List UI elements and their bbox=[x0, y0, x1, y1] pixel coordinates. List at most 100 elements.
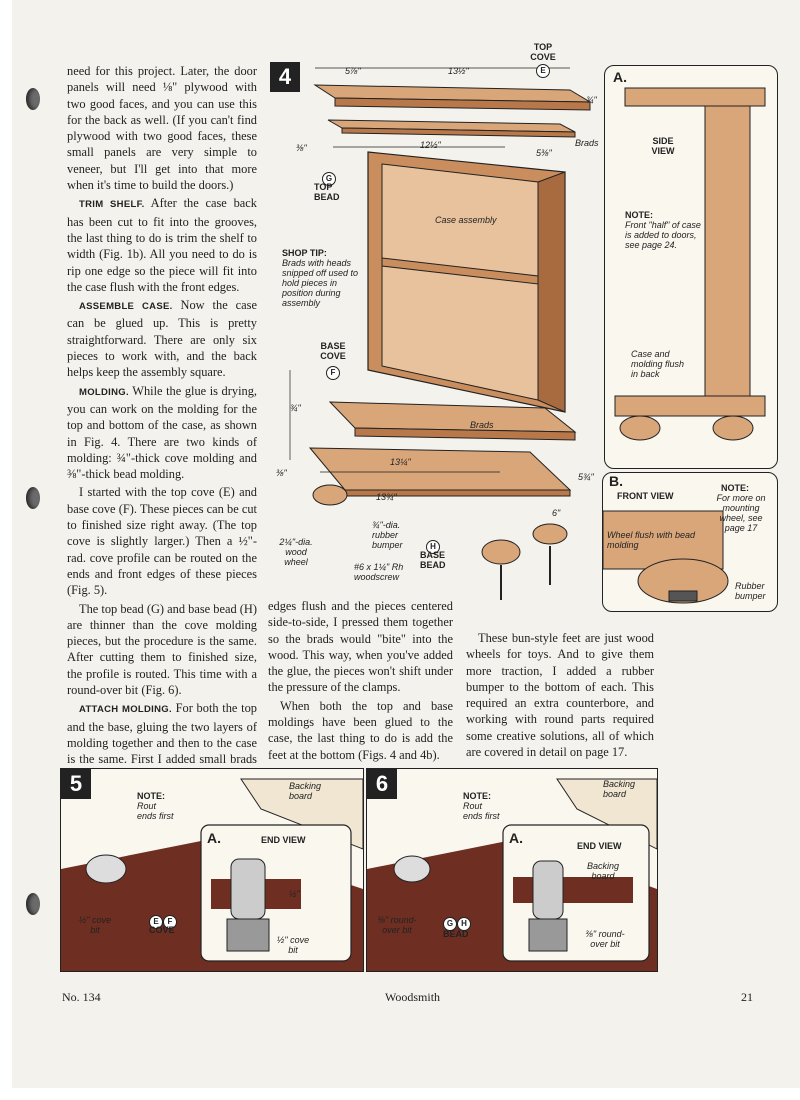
figure-4b-front-view: b. FRONT VIEW NOTE: For more on mounting… bbox=[602, 472, 778, 612]
label-cove-bit: ½" cove bit bbox=[78, 915, 112, 935]
binder-hole bbox=[26, 88, 40, 110]
label-bead: BEAD bbox=[443, 929, 469, 939]
dim-3-4-base: ¾" bbox=[290, 403, 301, 413]
dim-12-1-2: 12½" bbox=[420, 140, 441, 150]
note-text: For more on mounting wheel, see page 17 bbox=[716, 493, 766, 533]
part-letter: H bbox=[426, 540, 440, 554]
part-f-marker: F bbox=[326, 362, 340, 380]
part-letter: G bbox=[443, 917, 457, 931]
note-text: Rout ends first bbox=[137, 801, 174, 821]
figure-5: 5 Backing board NOTE: Rout ends first ½"… bbox=[60, 768, 364, 972]
inset-letter: a. bbox=[207, 830, 221, 846]
paragraph: edges flush and the pieces centered side… bbox=[268, 599, 453, 695]
part-g-marker: G bbox=[322, 168, 336, 186]
figure-4-drawing bbox=[289, 67, 592, 600]
label-end-view: END VIEW bbox=[261, 835, 306, 845]
label-end-view: END VIEW bbox=[577, 841, 622, 851]
note-text: Front "half" of case is added to doors, … bbox=[625, 220, 701, 250]
label-front-view: FRONT VIEW bbox=[617, 491, 674, 501]
dim-3-8-top: ⅜" bbox=[296, 143, 307, 153]
dim-5-3-8: 5⅜" bbox=[536, 148, 552, 158]
label-backing-board: Backing board bbox=[289, 781, 322, 801]
figure-number: 6 bbox=[367, 769, 397, 799]
figure-4: 4 TOP COVE E 5⅞" 13½" ¾" ⅜" 12½" 5⅜" bbox=[270, 40, 600, 600]
text-column-2: edges flush and the pieces centered side… bbox=[268, 598, 453, 765]
note-heading: NOTE: bbox=[625, 210, 653, 220]
label-inset-roundover-bit: ⅜" round-over bit bbox=[585, 929, 625, 949]
magazine-name: Woodsmith bbox=[385, 990, 441, 1004]
paragraph: These bun-style feet are just wood wheel… bbox=[466, 631, 654, 760]
figure-number: 4 bbox=[270, 62, 300, 92]
shop-tip-heading: SHOP TIP: bbox=[282, 248, 327, 258]
note-heading: NOTE: bbox=[137, 791, 165, 801]
part-letter: G bbox=[322, 172, 336, 186]
subhead-molding: MOLDING. bbox=[79, 386, 129, 398]
label-case-assembly: Case assembly bbox=[435, 215, 497, 225]
label-inset-cove-bit: ½" cove bit bbox=[276, 935, 310, 955]
note-text: Rout ends first bbox=[463, 801, 500, 821]
paragraph: After the case back has been cut to fit … bbox=[67, 196, 257, 294]
part-letter: E bbox=[536, 64, 550, 78]
label-side-view: SIDE VIEW bbox=[651, 136, 675, 156]
part-letter: F bbox=[163, 915, 177, 929]
figure-4a-side-view: a. SIDE VIEW NOTE: Front "half" of case … bbox=[604, 65, 778, 469]
label-inset-backing-board: Backing board bbox=[586, 861, 620, 881]
paragraph: I started with the top cove (E) and base… bbox=[67, 485, 257, 598]
label-case-molding-flush: Case and molding flush in back bbox=[631, 349, 685, 379]
figure-number: 5 bbox=[61, 769, 91, 799]
label-rubber-bumper: Rubber bumper bbox=[735, 581, 766, 601]
label-brads-top: Brads bbox=[575, 138, 599, 148]
dim-5-7-8: 5⅞" bbox=[345, 66, 361, 76]
subhead-attach-molding: ATTACH MOLDING. bbox=[79, 704, 172, 716]
dim-13-3-4: 13¾" bbox=[376, 492, 397, 502]
note-heading: NOTE: bbox=[463, 791, 491, 801]
label-top-cove: TOP COVE bbox=[530, 42, 556, 62]
label-woodscrew: #6 x 1¼" Rh woodscrew bbox=[354, 562, 404, 582]
dim-half-inch: ½" bbox=[289, 889, 300, 899]
binder-hole bbox=[26, 487, 40, 509]
part-letter: E bbox=[149, 915, 163, 929]
issue-number: No. 134 bbox=[62, 990, 101, 1004]
label-cove: COVE bbox=[149, 925, 175, 935]
text-column-1: need for this project. Later, the door p… bbox=[67, 63, 257, 802]
label-backing-board: Backing board bbox=[603, 779, 636, 799]
paragraph: Now the case can be glued up. This is pr… bbox=[67, 298, 257, 380]
page-number: 21 bbox=[741, 990, 753, 1004]
paragraph: While the glue is drying, you can work o… bbox=[67, 383, 258, 482]
inset-letter: a. bbox=[613, 69, 627, 85]
dim-13-1-2: 13½" bbox=[448, 66, 469, 76]
part-letter: H bbox=[457, 917, 471, 931]
inset-letter: b. bbox=[609, 473, 623, 489]
figure-6-drawing bbox=[367, 778, 657, 971]
dim-5-3-4: 5¾" bbox=[578, 472, 594, 482]
label-brads-base: Brads bbox=[470, 420, 494, 430]
subhead-trim-shelf: TRIM SHELF. bbox=[79, 199, 145, 211]
inset-letter: a. bbox=[509, 830, 523, 846]
label-base-bead: BASE BEAD bbox=[420, 550, 446, 570]
part-h-marker: H bbox=[426, 536, 440, 554]
dim-3-8-base: ⅜" bbox=[276, 468, 287, 478]
figure-6: 6 Backing board NOTE: Rout ends first ⅜"… bbox=[366, 768, 658, 972]
text-column-3: These bun-style feet are just wood wheel… bbox=[466, 630, 654, 762]
figure-5-drawing bbox=[61, 778, 363, 971]
label-roundover-bit: ⅜" round-over bit bbox=[377, 915, 417, 935]
label-wood-wheel: 2¼"-dia. wood wheel bbox=[279, 537, 313, 567]
paragraph: The top bead (G) and base bead (H) are t… bbox=[67, 601, 257, 697]
front-view-drawing bbox=[603, 510, 729, 604]
shop-tip-text: Brads with heads snipped off used to hol… bbox=[282, 258, 359, 308]
dim-6: 6" bbox=[552, 508, 561, 518]
side-view-drawing bbox=[614, 87, 766, 441]
dim-3-4-top: ¾" bbox=[586, 95, 597, 105]
dim-13-1-4: 13¼" bbox=[390, 457, 411, 467]
label-wheel-flush: Wheel flush with bead molding bbox=[607, 530, 696, 550]
part-letter: F bbox=[326, 366, 340, 380]
label-rubber-bumper: ¾"-dia. rubber bumper bbox=[372, 520, 403, 550]
subhead-assemble-case: ASSEMBLE CASE. bbox=[79, 301, 173, 313]
paragraph: When both the top and base moldings have… bbox=[268, 698, 453, 762]
binder-hole bbox=[26, 893, 40, 915]
note-heading: NOTE: bbox=[721, 483, 749, 493]
label-base-cove: BASE COVE bbox=[320, 341, 346, 361]
label-top-bead: TOP BEAD bbox=[314, 182, 340, 202]
